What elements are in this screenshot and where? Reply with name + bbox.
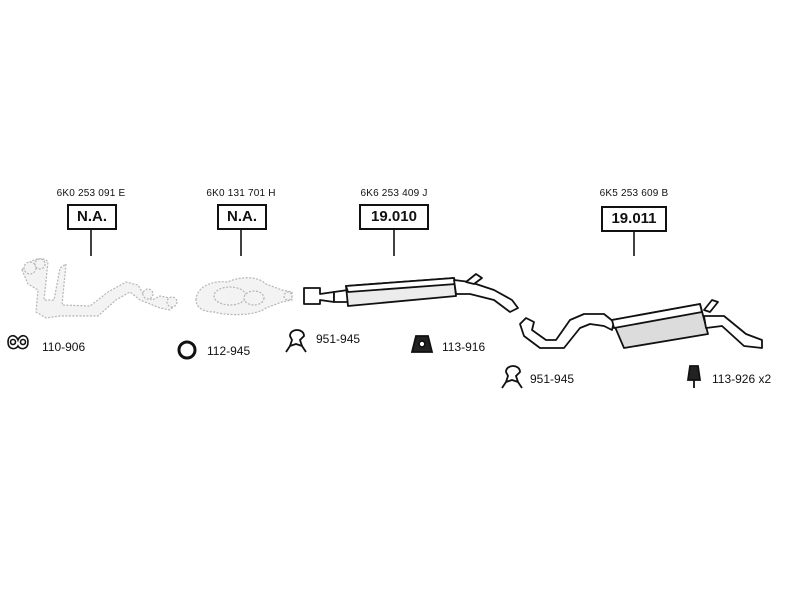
accessory-label[interactable]: 113-916 xyxy=(442,340,486,354)
part-code-box[interactable]: 19.011 xyxy=(601,206,667,232)
accessory-label[interactable]: 112-945 xyxy=(207,344,251,358)
manifold-part xyxy=(21,258,178,319)
oem-number: 6K5 253 609 B xyxy=(599,188,669,199)
clamp-icon xyxy=(501,365,523,389)
part-code-box[interactable]: 19.010 xyxy=(359,204,429,230)
part-code-box[interactable]: N.A. xyxy=(217,204,267,230)
oem-number: 6K6 253 409 J xyxy=(360,188,428,199)
accessory-label[interactable]: 113-926 x2 xyxy=(712,372,772,386)
rear-silencer-part xyxy=(519,299,763,349)
rubber-mount-icon xyxy=(410,335,434,353)
part-code-box[interactable]: N.A. xyxy=(67,204,117,230)
oem-number: 6K0 131 701 H xyxy=(206,188,276,199)
front-silencer-part xyxy=(303,273,519,313)
seal-ring-icon xyxy=(177,340,197,360)
accessory-label[interactable]: 951-945 xyxy=(316,332,361,346)
accessory-label[interactable]: 110-906 xyxy=(42,340,86,354)
hanger-icon xyxy=(686,365,702,388)
gasket-icon xyxy=(7,334,29,350)
accessory-label[interactable]: 951-945 xyxy=(530,372,575,386)
clamp-icon xyxy=(285,329,307,353)
catalytic-converter-part xyxy=(195,277,293,316)
oem-number: 6K0 253 091 E xyxy=(56,188,126,199)
